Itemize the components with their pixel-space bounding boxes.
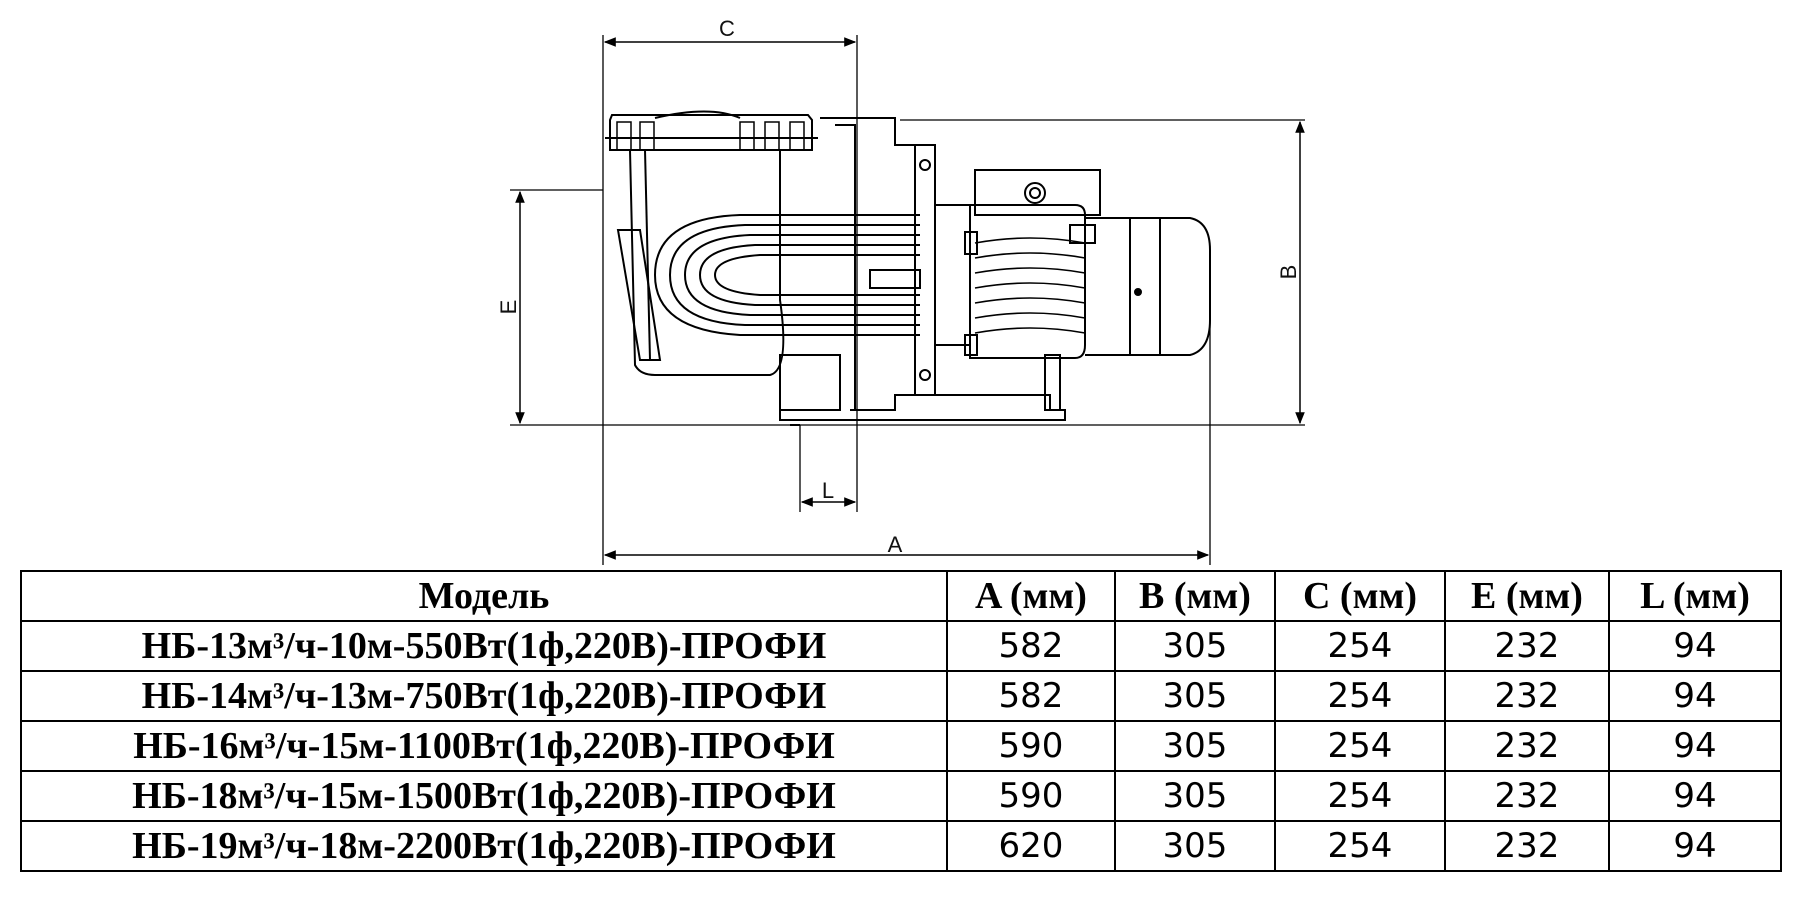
terminal-box-gland xyxy=(1024,182,1046,204)
cell-model: НБ-19м³/ч-18м-2200Вт(1ф,220В)-ПРОФИ xyxy=(20,820,948,872)
cell-b: 305 xyxy=(1114,720,1276,772)
table-row: НБ-19м³/ч-18м-2200Вт(1ф,220В)-ПРОФИ 620 … xyxy=(20,820,1782,872)
cell-c: 254 xyxy=(1274,670,1446,722)
volute xyxy=(820,117,916,411)
table-header-row: Модель A (мм) B (мм) C (мм) E (мм) L (мм… xyxy=(20,570,1782,622)
cell-b: 305 xyxy=(1114,820,1276,872)
cell-a: 620 xyxy=(946,820,1116,872)
pump-lid xyxy=(609,114,813,151)
dimension-label-a: A xyxy=(888,532,903,557)
cell-l: 94 xyxy=(1608,670,1782,722)
table-row: НБ-16м³/ч-15м-1100Вт(1ф,220В)-ПРОФИ 590 … xyxy=(20,720,1782,772)
header-model: Модель xyxy=(20,570,948,622)
header-e: E (мм) xyxy=(1444,570,1610,622)
strainer-housing xyxy=(629,149,785,376)
table-row: НБ-13м³/ч-10м-550Вт(1ф,220В)-ПРОФИ 582 3… xyxy=(20,620,1782,672)
cell-c: 254 xyxy=(1274,820,1446,872)
cell-e: 232 xyxy=(1444,720,1610,772)
cell-l: 94 xyxy=(1608,620,1782,672)
cell-e: 232 xyxy=(1444,820,1610,872)
cell-b: 305 xyxy=(1114,620,1276,672)
motor-end-cap xyxy=(1085,217,1211,356)
header-l: L (мм) xyxy=(1608,570,1782,622)
base-frame xyxy=(900,394,1066,421)
header-b: B (мм) xyxy=(1114,570,1276,622)
dimension-label-l: L xyxy=(822,478,834,503)
cell-model: НБ-16м³/ч-15м-1100Вт(1ф,220В)-ПРОФИ xyxy=(20,720,948,772)
cell-model: НБ-18м³/ч-15м-1500Вт(1ф,220В)-ПРОФИ xyxy=(20,770,948,822)
cell-e: 232 xyxy=(1444,620,1610,672)
cell-c: 254 xyxy=(1274,770,1446,822)
dimension-lines xyxy=(515,37,1305,560)
cell-model: НБ-14м³/ч-13м-750Вт(1ф,220В)-ПРОФИ xyxy=(20,670,948,722)
cell-a: 582 xyxy=(946,620,1116,672)
cell-l: 94 xyxy=(1608,720,1782,772)
cell-a: 590 xyxy=(946,720,1116,772)
cell-model: НБ-13м³/ч-10м-550Вт(1ф,220В)-ПРОФИ xyxy=(20,620,948,672)
cell-a: 582 xyxy=(946,670,1116,722)
cell-c: 254 xyxy=(1274,720,1446,772)
cell-b: 305 xyxy=(1114,770,1276,822)
dimension-label-e: E xyxy=(496,300,521,315)
cell-b: 305 xyxy=(1114,670,1276,722)
cell-c: 254 xyxy=(1274,620,1446,672)
table-row: НБ-18м³/ч-15м-1500Вт(1ф,220В)-ПРОФИ 590 … xyxy=(20,770,1782,822)
cell-e: 232 xyxy=(1444,670,1610,722)
header-a: A (мм) xyxy=(946,570,1116,622)
pump-outline xyxy=(605,110,1211,426)
table-row: НБ-14м³/ч-13м-750Вт(1ф,220В)-ПРОФИ 582 3… xyxy=(20,670,1782,722)
dimension-label-b: B xyxy=(1276,265,1301,280)
cell-l: 94 xyxy=(1608,820,1782,872)
dimension-label-c: C xyxy=(719,16,735,41)
specifications-table: Модель A (мм) B (мм) C (мм) E (мм) L (мм… xyxy=(20,570,1782,872)
cell-a: 590 xyxy=(946,770,1116,822)
cell-l: 94 xyxy=(1608,770,1782,822)
pump-dimension-drawing: A C L B E xyxy=(496,16,1305,565)
header-c: C (мм) xyxy=(1274,570,1446,622)
terminal-box xyxy=(974,169,1101,216)
motor-body xyxy=(969,204,1086,359)
cell-e: 232 xyxy=(1444,770,1610,822)
